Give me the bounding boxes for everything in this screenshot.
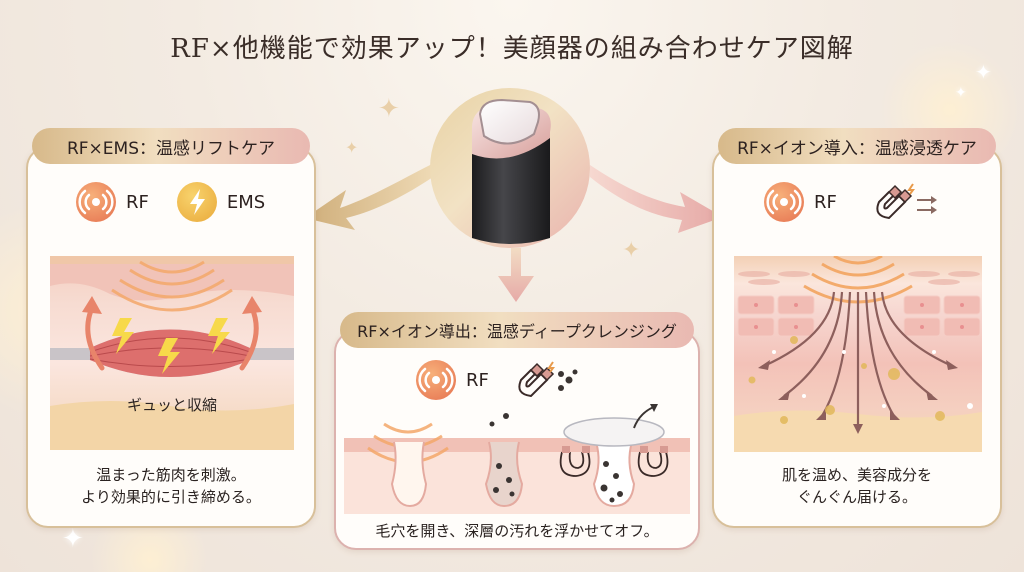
caption-line: より効果的に引き締める。 xyxy=(81,488,261,506)
arrow-left-icon xyxy=(305,160,440,230)
facial-device-icon xyxy=(472,98,551,244)
sparkle-icon: ✦ xyxy=(955,85,967,101)
magnet-icon xyxy=(876,183,937,220)
sparkle-icon: ✦ xyxy=(345,138,359,157)
sparkle-icon: ✦ xyxy=(62,524,84,554)
rf-icon xyxy=(764,182,804,222)
magnet-icon xyxy=(518,361,578,398)
ems-label: EMS xyxy=(226,191,266,213)
rf-label: RF xyxy=(814,191,837,213)
pore-cleansing-illustration xyxy=(344,402,690,514)
caption-line: 肌を温め、美容成分を xyxy=(781,466,932,484)
card-heading: RF×イオン導入：温感浸透ケア xyxy=(718,128,996,164)
card-rf-ion-out: RF×イオン導出：温感ディープクレンジング RF xyxy=(334,312,700,550)
device-circle xyxy=(430,88,590,248)
caption-line: 毛穴を開き、深層の汚れを浮かせてオフ。 xyxy=(375,522,659,540)
page-title: RF×他機能で効果アップ！美顔器の組み合わせケア図解 xyxy=(170,34,854,64)
caption-line: 温まった筋肉を刺激。 xyxy=(96,466,246,484)
ems-lightning-icon xyxy=(176,182,217,222)
card-rf-ems: RF×EMS：温感リフトケア RF EMS ギュッと収縮 温まった筋肉を刺激。 xyxy=(26,128,316,528)
rf-icon xyxy=(76,182,116,222)
muscle-illustration: ギュッと収縮 xyxy=(50,256,294,450)
sparkle-icon: ✦ xyxy=(622,238,641,263)
card-rf-ion-in: RF×イオン導入：温感浸透ケア RF xyxy=(712,128,1002,528)
arrow-right-icon xyxy=(590,165,723,233)
card-heading: RF×イオン導出：温感ディープクレンジング xyxy=(340,312,694,348)
contraction-label: ギュッと収縮 xyxy=(126,396,217,414)
rf-icon xyxy=(416,360,456,400)
rf-label: RF xyxy=(466,369,489,391)
rf-label: RF xyxy=(126,191,149,213)
sparkle-icon: ✦ xyxy=(975,60,992,84)
card-heading: RF×EMS：温感リフトケア xyxy=(32,128,310,164)
arrow-down-icon xyxy=(498,248,534,302)
sparkle-icon: ✦ xyxy=(378,94,400,124)
caption-line: ぐんぐん届ける。 xyxy=(796,488,917,506)
penetration-illustration xyxy=(734,256,982,452)
